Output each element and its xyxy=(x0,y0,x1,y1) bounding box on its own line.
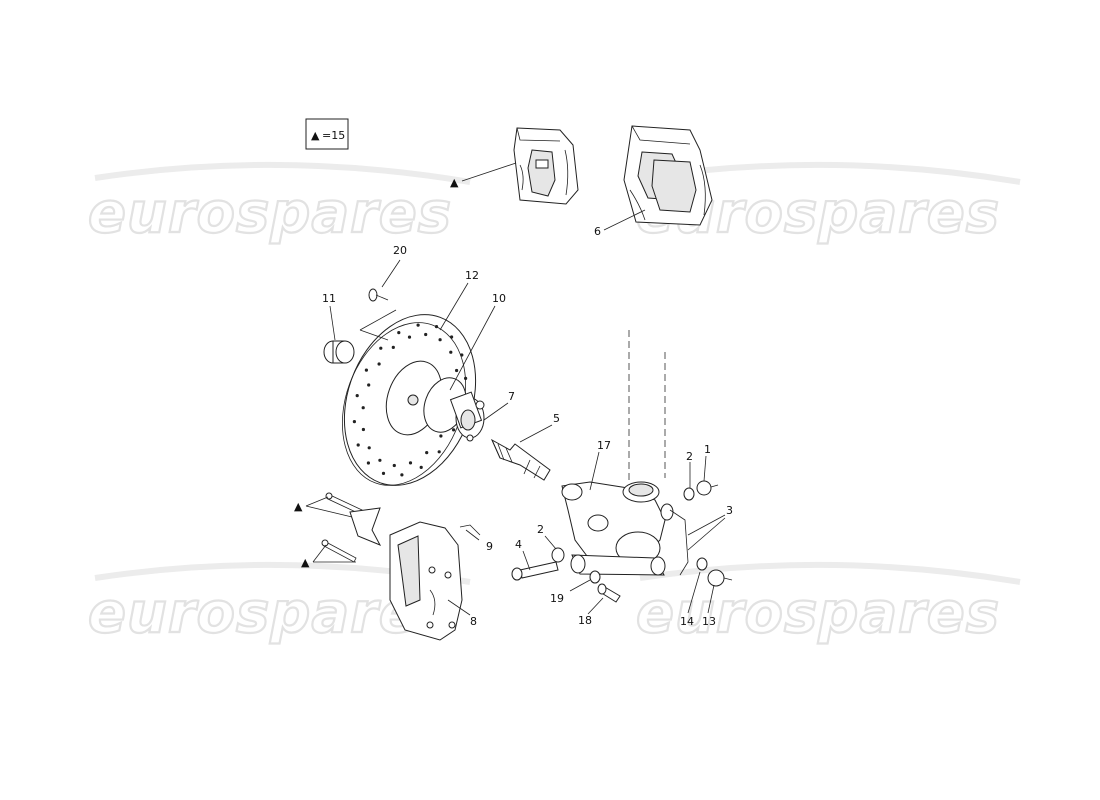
disc-hole xyxy=(378,458,382,462)
callout-18: 18 xyxy=(578,614,592,627)
legend-value: =15 xyxy=(322,129,345,142)
bolt-triangle-marker-upper: ▲ xyxy=(294,500,303,513)
legend-box: ▲ =15 xyxy=(305,118,349,150)
callout-9: 9 xyxy=(486,540,493,553)
disc-hole xyxy=(407,335,412,339)
disc-hole xyxy=(419,465,423,469)
disc-hole xyxy=(464,376,468,380)
legend-triangle: ▲ xyxy=(311,129,320,142)
disc-hole xyxy=(424,332,428,337)
disc-hole xyxy=(381,471,386,475)
caliper-bolts-upper xyxy=(325,492,382,546)
callout-labels: 20 12 11 10 7 5 17 2 1 3 9 2 4 19 18 8 1… xyxy=(322,244,733,628)
bolt-triangle-marker-lower: ▲ xyxy=(301,556,310,569)
brake-caliper xyxy=(389,521,481,641)
callout-19: 19 xyxy=(550,592,564,605)
leader-lines xyxy=(329,259,726,616)
callout-12: 12 xyxy=(465,269,479,282)
disc-hole xyxy=(425,451,429,455)
disc-hole xyxy=(434,325,439,329)
cap-nut xyxy=(323,340,355,364)
disc-hole xyxy=(439,434,443,438)
disc-hole xyxy=(355,394,359,398)
disc-hole xyxy=(450,335,454,339)
watermark-top-left: eurospares xyxy=(88,181,452,246)
watermarks: eurospares eurospares eurospares eurospa… xyxy=(87,161,1021,647)
caliper-bolts-lower xyxy=(321,539,357,563)
wheel-hub xyxy=(407,377,485,442)
callout-1: 1 xyxy=(704,443,711,456)
disc-hole xyxy=(367,383,371,387)
disc-hole xyxy=(452,428,456,432)
bag-triangle-marker: ▲ xyxy=(450,176,459,189)
disc-hole xyxy=(416,323,420,327)
disc-hole xyxy=(437,450,441,454)
knuckle-carrier xyxy=(561,481,689,576)
callout-3: 3 xyxy=(726,504,733,517)
stub-axle xyxy=(490,438,551,481)
disc-hole xyxy=(356,443,360,447)
disc-hole xyxy=(379,346,383,350)
right-fasteners xyxy=(683,480,733,587)
disc-hole xyxy=(391,345,395,349)
disc-hole xyxy=(352,420,356,424)
disc-hole xyxy=(449,350,453,354)
callout-11: 11 xyxy=(322,292,336,305)
disc-hole xyxy=(364,368,368,372)
disc-hole xyxy=(366,461,370,465)
callout-6: 6 xyxy=(594,225,601,238)
strut-outline xyxy=(628,330,666,480)
callout-4: 4 xyxy=(515,538,522,551)
disc-hole xyxy=(367,446,371,450)
callout-2-left: 2 xyxy=(537,523,544,536)
disc-hole xyxy=(408,461,413,465)
callout-14: 14 xyxy=(680,615,694,628)
brake-pad-kit-bag xyxy=(513,127,579,205)
knuckle-bolts xyxy=(511,547,621,603)
brake-pad-bag xyxy=(623,125,713,226)
disc-hole xyxy=(460,353,464,357)
disc-hole xyxy=(438,338,442,342)
callout-8: 8 xyxy=(470,615,477,628)
callout-5: 5 xyxy=(553,412,560,425)
disc-hole xyxy=(361,406,365,410)
callout-10: 10 xyxy=(492,292,506,305)
callout-13: 13 xyxy=(702,615,716,628)
callout-20: 20 xyxy=(393,244,407,257)
disc-hole xyxy=(455,368,459,373)
disc-hole xyxy=(392,463,396,468)
callout-2-right: 2 xyxy=(686,450,693,463)
disc-hole xyxy=(400,473,404,477)
callout-17: 17 xyxy=(597,439,611,452)
disc-hole xyxy=(361,427,365,432)
callout-7: 7 xyxy=(508,390,515,403)
disc-hole xyxy=(397,331,401,335)
disc-hole xyxy=(377,362,381,366)
disc-screw xyxy=(359,288,397,341)
watermark-bottom-right: eurospares xyxy=(636,581,1000,646)
